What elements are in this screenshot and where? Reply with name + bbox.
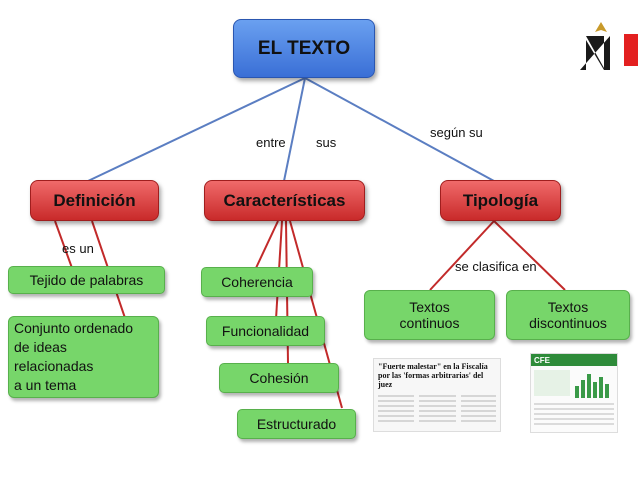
newspaper-headline: "Fuerte malestar" en la Fiscalía por las…	[374, 359, 500, 392]
caracteristica-item: Coherencia	[201, 267, 313, 297]
newspaper-thumbnail: "Fuerte malestar" en la Fiscalía por las…	[373, 358, 501, 432]
caracteristicas-node: Características	[204, 180, 365, 221]
caracteristica-item: Cohesión	[219, 363, 339, 393]
definicion-item: Tejido de palabras	[8, 266, 165, 294]
tipologia-item: Textos discontinuos	[506, 290, 630, 340]
caracteristica-item: Funcionalidad	[206, 316, 325, 346]
connector-segun-su: según su	[430, 125, 483, 140]
root-node: EL TEXTO	[233, 19, 375, 78]
tipologia-label: Tipología	[463, 191, 538, 211]
newspaper-columns	[374, 392, 500, 432]
tipologia-item: Textos continuos	[364, 290, 495, 340]
accent-bar	[624, 34, 638, 66]
root-label: EL TEXTO	[258, 38, 350, 60]
definicion-item: Conjunto ordenado de ideas relacionadas …	[8, 316, 159, 398]
tipologia-node: Tipología	[440, 180, 561, 221]
chart-thumbnail-header: CFE	[531, 356, 550, 365]
caracteristicas-label: Características	[224, 191, 346, 211]
connector-entre: entre	[256, 135, 286, 150]
definicion-node: Definición	[30, 180, 159, 221]
n-logo-icon	[576, 20, 616, 72]
definicion-label: Definición	[53, 191, 135, 211]
caracteristica-item: Estructurado	[237, 409, 356, 439]
connector-sus: sus	[316, 135, 336, 150]
chart-thumbnail-body	[531, 366, 617, 432]
connector-es-un: es un	[62, 241, 94, 256]
chart-thumbnail: CFE	[530, 353, 618, 433]
connector-se-clasifica-en: se clasifica en	[455, 259, 537, 274]
